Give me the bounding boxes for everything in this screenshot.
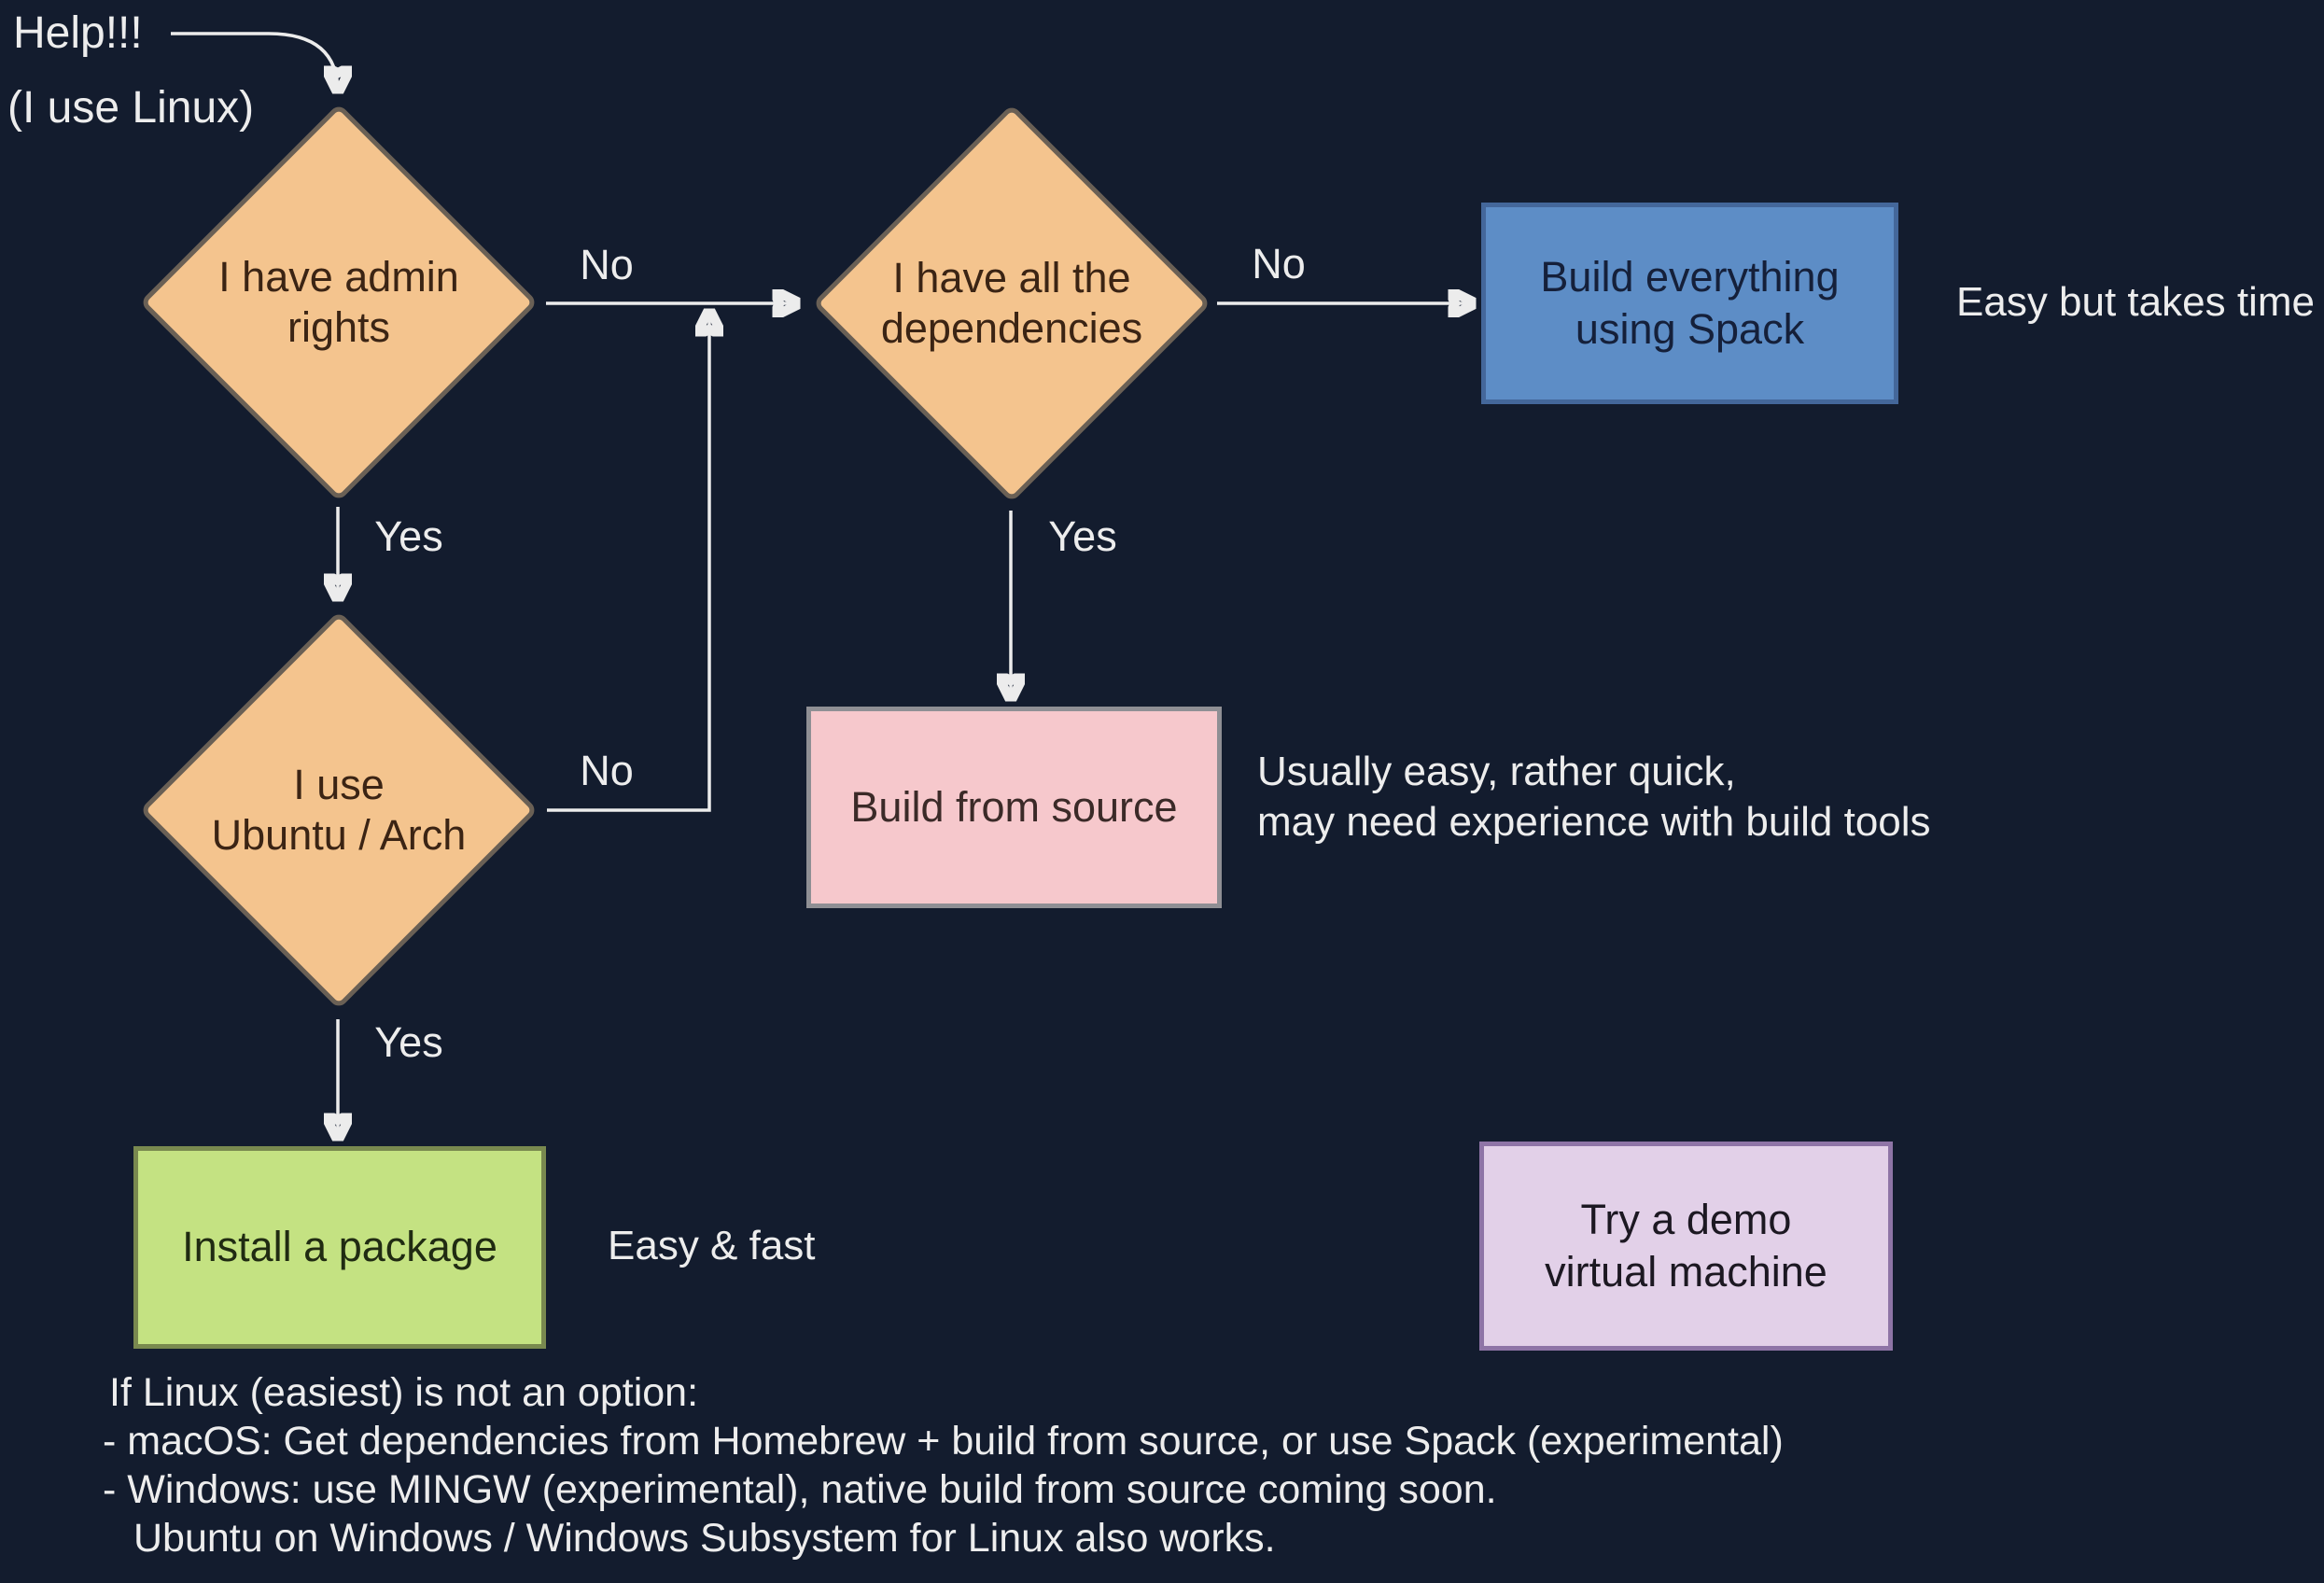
outcome-spack-box: Build everything using Spack [1481,203,1898,404]
outcome-vm-box: Try a demo virtual machine [1479,1142,1893,1351]
note-spack: Easy but takes time [1956,279,2315,325]
outcome-source-label: Build from source [850,782,1178,831]
decision-dependencies-label: I have all the dependencies [880,254,1143,352]
intro-linux-text: (I use Linux) [7,83,255,133]
note-package: Easy & fast [608,1223,816,1268]
intro-help-text: Help!!! [13,8,143,58]
edge-label-deps-yes: Yes [1048,512,1117,560]
footer-line-1: If Linux (easiest) is not an option: [109,1370,699,1415]
outcome-package-label: Install a package [182,1223,497,1271]
footer-line-3: - Windows: use MINGW (experimental), nat… [103,1467,1497,1512]
edge-label-admin-no: No [580,241,634,288]
footer-line-2: - macOS: Get dependencies from Homebrew … [103,1419,1784,1464]
edge-label-distro-no: No [580,747,634,794]
edge-label-distro-yes: Yes [374,1018,443,1066]
decision-admin-rights-label: I have admin rights [218,253,459,351]
outcome-spack-label: Build everything using Spack [1540,252,1840,353]
footer-line-4: Ubuntu on Windows / Windows Subsystem fo… [133,1516,1276,1561]
edge-distro-no-merge [547,310,709,812]
note-source: Usually easy, rather quick, may need exp… [1257,749,1931,845]
edge-label-deps-no: No [1252,240,1306,287]
outcome-vm-label: Try a demo virtual machine [1545,1195,1827,1296]
edge-label-admin-yes: Yes [374,512,443,560]
outcome-source-box: Build from source [806,707,1222,908]
footer-notes: If Linux (easiest) is not an option: - m… [103,1368,1784,1562]
outcome-package-box: Install a package [133,1146,546,1349]
edge-help-to-admin [171,32,338,92]
decision-distro-label: I use Ubuntu / Arch [211,761,467,859]
